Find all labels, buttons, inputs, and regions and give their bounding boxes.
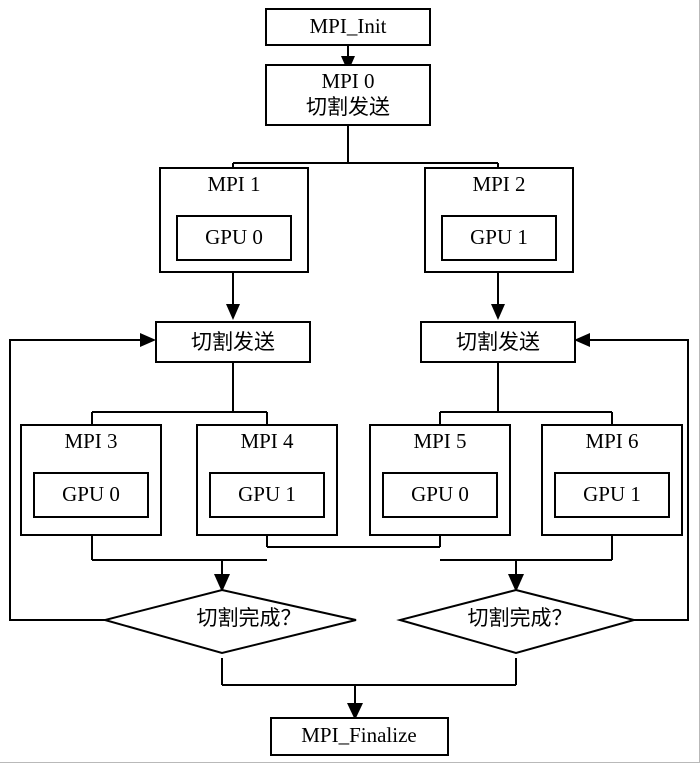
arrowhead-mpi1-to-split-left: [226, 304, 240, 320]
edge-feedback-left: [9, 339, 140, 621]
node-mpi5-gpu-box: [382, 472, 498, 518]
node-mpi3-gpu-label: GPU 0: [62, 482, 120, 506]
node-mpi0-action-label: 切割发送: [306, 95, 390, 119]
edge-feedback-right: [590, 339, 689, 621]
node-mpi-init-box: [265, 8, 431, 46]
node-mpi-init[interactable]: MPI_Init: [265, 8, 431, 46]
node-mpi-finalize[interactable]: MPI_Finalize: [270, 717, 449, 756]
node-split-right-label: 切割发送: [456, 330, 540, 354]
node-split-left[interactable]: 切割发送: [155, 321, 311, 363]
node-mpi1[interactable]: MPI 1 GPU 0: [159, 167, 309, 273]
edge-mpi0-bus: [232, 125, 499, 200]
node-mpi2-gpu-label: GPU 1: [470, 225, 528, 249]
node-mpi2-gpu-box: [441, 215, 557, 261]
node-mpi0-box: [265, 64, 431, 126]
edge-split-right-bus: [439, 362, 613, 447]
edge-mpi34-merge: [91, 535, 440, 580]
node-mpi6-gpu-label: GPU 1: [583, 482, 641, 506]
node-mpi2-label: MPI 2: [472, 172, 525, 196]
node-split-right[interactable]: 切割发送: [420, 321, 576, 363]
node-mpi6-gpu-box: [554, 472, 670, 518]
node-mpi4[interactable]: MPI 4 GPU 1: [196, 424, 338, 536]
node-mpi3[interactable]: MPI 3 GPU 0: [20, 424, 162, 536]
node-decision-left[interactable]: 切割完成？: [101, 588, 357, 655]
node-split-left-label: 切割发送: [191, 330, 275, 354]
node-mpi4-gpu-label: GPU 1: [238, 482, 296, 506]
node-mpi5-gpu-label: GPU 0: [411, 482, 469, 506]
node-decision-left-label: 切割完成？: [197, 606, 302, 630]
node-mpi3-gpu-box: [33, 472, 149, 518]
node-mpi6-label: MPI 6: [585, 429, 638, 453]
arrowhead-to-decision-right: [508, 574, 524, 592]
node-decision-left-diamond: [101, 588, 357, 655]
node-mpi1-gpu-box: [176, 215, 292, 261]
arrowhead-mpi2-to-split-right: [491, 304, 505, 320]
edge-split-left-bus: [91, 362, 268, 447]
node-mpi-finalize-box: [270, 717, 449, 756]
node-mpi5-label: MPI 5: [413, 429, 466, 453]
node-mpi5[interactable]: MPI 5 GPU 0: [369, 424, 511, 536]
arrowhead-to-finalize: [347, 703, 363, 720]
edge-mpi56-merge: [439, 535, 613, 580]
node-mpi-finalize-label: MPI_Finalize: [301, 723, 417, 747]
node-split-left-box: [155, 321, 311, 363]
node-mpi0-label: MPI 0: [321, 69, 374, 93]
node-mpi0[interactable]: MPI 0 切割发送: [265, 64, 431, 126]
arrowhead-to-decision-left: [214, 574, 230, 592]
node-mpi1-label: MPI 1: [207, 172, 260, 196]
node-mpi-init-label: MPI_Init: [309, 14, 386, 38]
node-mpi4-gpu-box: [209, 472, 325, 518]
node-decision-right[interactable]: 切割完成？: [396, 588, 638, 655]
edge-decisions-to-finalize: [221, 658, 517, 708]
node-decision-right-label: 切割完成？: [468, 606, 573, 630]
node-mpi6[interactable]: MPI 6 GPU 1: [541, 424, 683, 536]
node-mpi3-label: MPI 3: [64, 429, 117, 453]
node-decision-right-diamond: [396, 588, 638, 655]
arrowhead-feedback-left: [140, 333, 156, 347]
node-mpi4-label: MPI 4: [240, 429, 294, 453]
node-mpi1-gpu-label: GPU 0: [205, 225, 263, 249]
arrowhead-feedback-right: [574, 333, 590, 347]
node-mpi2[interactable]: MPI 2 GPU 1: [424, 167, 574, 273]
node-split-right-box: [420, 321, 576, 363]
